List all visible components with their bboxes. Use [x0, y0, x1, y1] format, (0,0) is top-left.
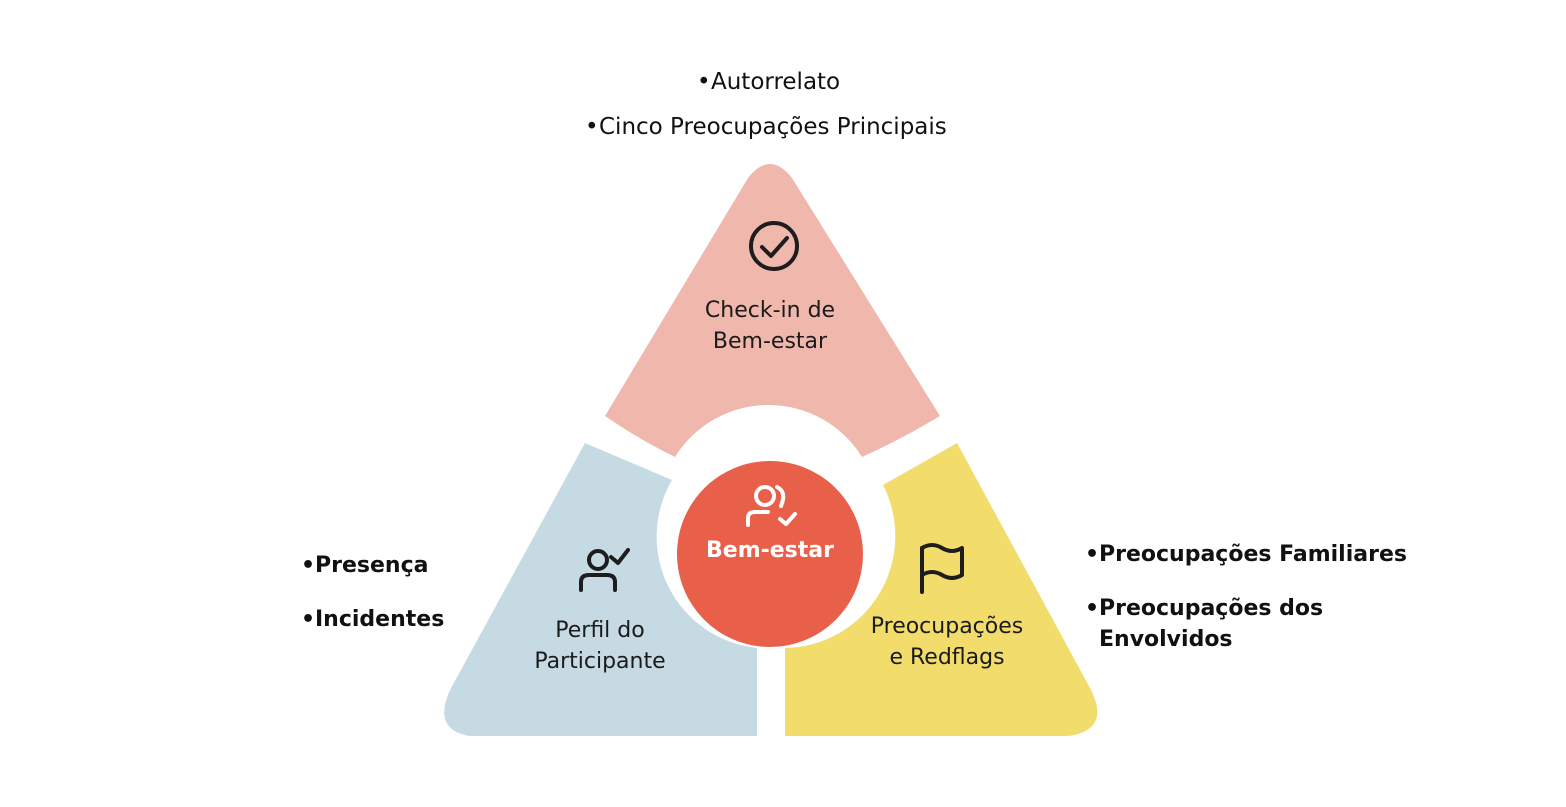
segment-top: [605, 164, 940, 457]
list-item: Autorrelato: [697, 60, 947, 105]
segment-left: [444, 443, 757, 736]
center-circle: [677, 461, 863, 647]
segment-left-label: Perfil do Participante: [500, 615, 700, 677]
segment-right: [785, 443, 1098, 736]
left-bullet-list: Presença Incidentes: [301, 539, 444, 647]
segment-top-label-line1: Check-in de: [704, 298, 836, 323]
flag-icon: [920, 543, 964, 594]
list-item: Preocupações Familiares: [1085, 539, 1429, 570]
list-item: Presença: [301, 539, 444, 593]
list-item: Incidentes: [301, 593, 444, 647]
list-item: Preocupações dos Envolvidos: [1085, 593, 1429, 655]
top-bullet-list: Autorrelato Cinco Preocupações Principai…: [585, 60, 947, 150]
user-check-icon: [579, 548, 630, 592]
check-circle-icon: [749, 221, 799, 271]
segment-top-label-line2: Bem-estar: [712, 329, 828, 354]
user-check-group-icon: [746, 485, 797, 527]
segment-right-label: Preocupações e Redflags: [842, 611, 1052, 673]
list-item: Cinco Preocupações Principais: [585, 105, 947, 150]
center-label: Bem-estar: [706, 538, 834, 563]
segment-right-label-line2: e Redflags: [889, 645, 1005, 670]
segment-right-label-line1: Preocupações: [870, 614, 1024, 639]
segment-left-label-line1: Perfil do: [555, 618, 645, 643]
right-bullet-list: Preocupações Familiares Preocupações dos…: [1085, 539, 1429, 678]
segment-left-label-line2: Participante: [534, 649, 666, 674]
segment-top-label: Check-in de Bem-estar: [670, 295, 870, 357]
